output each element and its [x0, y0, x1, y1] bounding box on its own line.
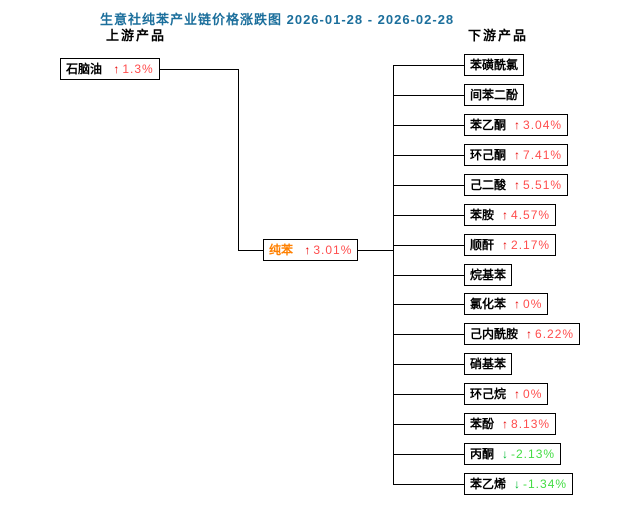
- change-indicator: ↑2.17%: [502, 238, 550, 252]
- node-downstream[interactable]: 苯酚 ↑8.13%: [464, 413, 557, 435]
- connector-line: [393, 245, 470, 246]
- up-arrow-icon: ↑: [526, 327, 533, 341]
- down-arrow-icon: ↓: [514, 477, 521, 491]
- node-downstream[interactable]: 环己烷 ↑0%: [464, 383, 549, 405]
- node-label: 苯酚: [470, 417, 495, 431]
- connector-line: [350, 250, 394, 251]
- node-downstream[interactable]: 苯磺酰氯: [464, 54, 525, 76]
- up-arrow-icon: ↑: [502, 238, 509, 252]
- connector-line: [393, 275, 470, 276]
- node-label: 苯磺酰氯: [470, 58, 519, 72]
- up-arrow-icon: ↑: [514, 297, 521, 311]
- connector-line: [393, 304, 470, 305]
- change-percent: 8.13%: [511, 417, 551, 431]
- up-arrow-icon: ↑: [502, 417, 509, 431]
- node-label: 环己酮: [470, 148, 507, 162]
- node-label: 顺酐: [470, 238, 495, 252]
- node-label: 己二酸: [470, 178, 507, 192]
- connector-line: [393, 125, 470, 126]
- connector-line: [238, 69, 239, 251]
- up-arrow-icon: ↑: [514, 387, 521, 401]
- connector-line: [393, 215, 470, 216]
- node-downstream[interactable]: 硝基苯: [464, 353, 513, 375]
- node-downstream[interactable]: 顺酐 ↑2.17%: [464, 234, 557, 256]
- connector-line: [393, 424, 470, 425]
- connector-line: [393, 155, 470, 156]
- node-upstream[interactable]: 石脑油 ↑1.3%: [60, 58, 160, 80]
- connector-line: [393, 364, 470, 365]
- change-indicator: ↑0%: [514, 387, 542, 401]
- downstream-column-label: 下游产品: [468, 28, 529, 43]
- change-indicator: ↑0%: [514, 297, 542, 311]
- connector-line: [393, 454, 470, 455]
- change-indicator: ↑5.51%: [514, 178, 562, 192]
- up-arrow-icon: ↑: [514, 148, 521, 162]
- node-label: 苯胺: [470, 208, 495, 222]
- change-percent: 3.04%: [523, 118, 563, 132]
- node-downstream[interactable]: 苯乙烯 ↓-1.34%: [464, 473, 574, 495]
- node-label: 己内酰胺: [470, 327, 519, 341]
- change-indicator: ↑7.41%: [514, 148, 562, 162]
- change-indicator: ↑4.57%: [502, 208, 550, 222]
- node-downstream[interactable]: 丙酮 ↓-2.13%: [464, 443, 562, 465]
- change-indicator: ↓-1.34%: [514, 477, 567, 491]
- change-percent: 4.57%: [511, 208, 551, 222]
- node-downstream[interactable]: 间苯二酚: [464, 84, 525, 106]
- up-arrow-icon: ↑: [304, 243, 311, 257]
- up-arrow-icon: ↑: [514, 178, 521, 192]
- change-percent: 0%: [523, 297, 543, 311]
- node-downstream[interactable]: 己内酰胺 ↑6.22%: [464, 323, 581, 345]
- connector-line: [238, 250, 273, 251]
- node-label: 间苯二酚: [470, 88, 519, 102]
- change-indicator: ↑6.22%: [526, 327, 574, 341]
- connector-line: [393, 394, 470, 395]
- node-main[interactable]: 纯苯 ↑3.01%: [263, 239, 359, 261]
- connector-line: [393, 484, 470, 485]
- change-indicator: ↑1.3%: [113, 62, 153, 76]
- node-label: 烷基苯: [470, 268, 507, 282]
- up-arrow-icon: ↑: [514, 118, 521, 132]
- diagram-title: 生意社纯苯产业链价格涨跌图 2026-01-28 - 2026-02-28: [100, 12, 455, 27]
- change-indicator: ↑8.13%: [502, 417, 550, 431]
- node-downstream[interactable]: 烷基苯: [464, 264, 513, 286]
- change-percent: 0%: [523, 387, 543, 401]
- node-label: 苯乙烯: [470, 477, 507, 491]
- node-label: 丙酮: [470, 447, 495, 461]
- change-percent: 6.22%: [535, 327, 575, 341]
- change-percent: -2.13%: [511, 447, 556, 461]
- change-indicator: ↑3.01%: [304, 243, 352, 257]
- node-downstream[interactable]: 己二酸 ↑5.51%: [464, 174, 569, 196]
- node-downstream[interactable]: 环己酮 ↑7.41%: [464, 144, 569, 166]
- change-percent: 1.3%: [122, 62, 154, 76]
- connector-line: [393, 185, 470, 186]
- node-label: 环己烷: [470, 387, 507, 401]
- node-downstream[interactable]: 苯乙酮 ↑3.04%: [464, 114, 569, 136]
- node-downstream[interactable]: 氯化苯 ↑0%: [464, 293, 549, 315]
- node-label: 氯化苯: [470, 297, 507, 311]
- node-label: 苯乙酮: [470, 118, 507, 132]
- down-arrow-icon: ↓: [502, 447, 509, 461]
- connector-line: [393, 65, 470, 66]
- change-percent: -1.34%: [523, 477, 568, 491]
- node-label: 纯苯: [269, 243, 294, 257]
- connector-line: [393, 95, 470, 96]
- node-label: 硝基苯: [470, 357, 507, 371]
- change-percent: 7.41%: [523, 148, 563, 162]
- upstream-column-label: 上游产品: [106, 28, 167, 43]
- node-label: 石脑油: [66, 62, 103, 76]
- up-arrow-icon: ↑: [502, 208, 509, 222]
- node-downstream[interactable]: 苯胺 ↑4.57%: [464, 204, 557, 226]
- up-arrow-icon: ↑: [113, 62, 120, 76]
- change-percent: 5.51%: [523, 178, 563, 192]
- change-indicator: ↑3.04%: [514, 118, 562, 132]
- change-percent: 3.01%: [313, 243, 353, 257]
- connector-line: [140, 69, 238, 70]
- connector-line: [393, 334, 470, 335]
- change-indicator: ↓-2.13%: [502, 447, 555, 461]
- change-percent: 2.17%: [511, 238, 551, 252]
